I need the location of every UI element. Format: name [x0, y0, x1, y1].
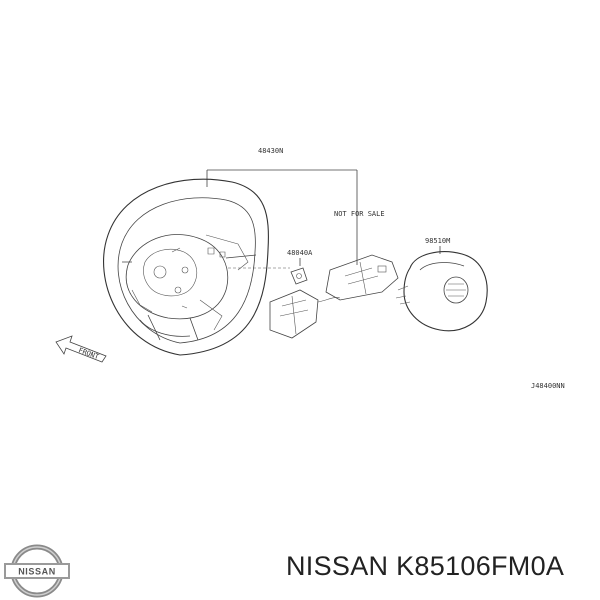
not-for-sale-note: NOT FOR SALE — [334, 210, 385, 218]
airbag-module — [395, 251, 488, 332]
drawing-id: J48400NN — [531, 382, 565, 390]
front-arrow-icon — [55, 335, 107, 363]
switch-harness — [317, 297, 341, 303]
spoke-switch-right — [325, 254, 399, 301]
front-label: FRONT — [77, 346, 100, 361]
spoke-switch-left — [269, 289, 319, 339]
steering-wheel — [103, 178, 269, 356]
switch-part — [290, 267, 308, 285]
callout-airbag: 98510M — [425, 237, 450, 245]
part-number-title: NISSAN K85106FM0A — [286, 551, 565, 581]
callout-wheel: 48430N — [258, 147, 283, 155]
logo-text: NISSAN — [18, 567, 56, 577]
nissan-logo: NISSAN — [4, 544, 70, 598]
callout-switch: 48040A — [287, 249, 313, 257]
